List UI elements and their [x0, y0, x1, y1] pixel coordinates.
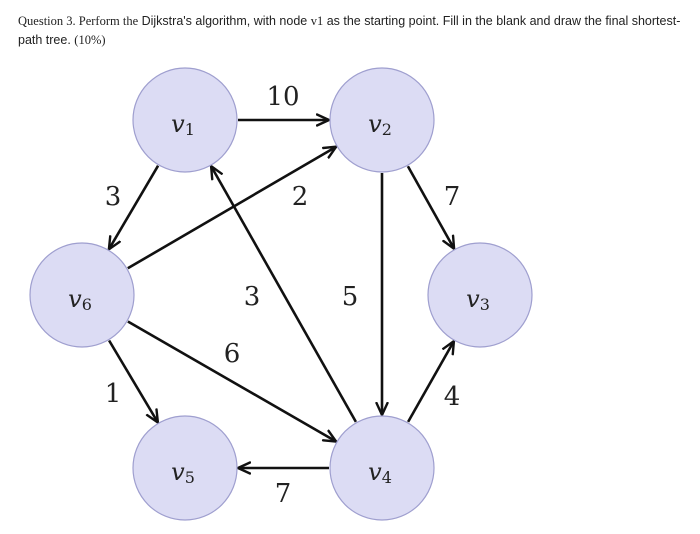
edge-weight-v1-v6: 3	[105, 182, 122, 212]
edge-v6-v2	[127, 147, 336, 270]
node-label-v5: v5	[171, 458, 195, 487]
node-letter-v6: v	[68, 285, 82, 313]
node-circle-v4	[329, 415, 435, 521]
edge-weight-v1-v2: 10	[266, 82, 299, 112]
weights-layer: 10 3 2 3 7 5 6 1 7 4	[105, 82, 461, 509]
node-index-v6: 6	[82, 295, 92, 314]
question-text: Question 3. Perform the Dijkstra's algor…	[18, 12, 683, 50]
edge-weight-v6-v4: 6	[224, 339, 241, 369]
node-circle-v6	[29, 242, 135, 348]
node-v1: v1	[132, 67, 238, 173]
edge-weight-v4-v5: 7	[275, 479, 292, 509]
node-v6: v6	[29, 242, 135, 348]
edge-weight-v6-v2: 2	[292, 182, 309, 212]
question-body-2: as the starting point. Fill in the blank…	[18, 14, 681, 47]
edge-weight-v4-v1: 3	[244, 282, 261, 312]
edge-weight-v2-v3: 7	[444, 182, 461, 212]
node-letter-v4: v	[368, 458, 382, 486]
node-index-v5: 5	[185, 468, 195, 487]
edge-v1-v6	[109, 165, 160, 250]
node-circle-v3	[427, 242, 533, 348]
node-index-v3: 3	[480, 295, 490, 314]
node-label-v1: v1	[171, 110, 195, 139]
edge-v4-v1	[211, 166, 358, 423]
edge-weight-v2-v4: 5	[342, 282, 359, 312]
question-weight: (10%)	[74, 33, 106, 47]
node-letter-v3: v	[466, 285, 480, 313]
node-circle-v1	[132, 67, 238, 173]
edge-weight-v4-v3: 4	[444, 382, 461, 412]
node-circle-v5	[132, 415, 238, 521]
node-label-v2: v2	[368, 110, 392, 139]
node-letter-v5: v	[171, 458, 185, 486]
question-start-node: v1	[310, 14, 324, 28]
node-v2: v2	[329, 67, 435, 173]
question-prefix: Question 3. Perform the	[18, 14, 139, 28]
node-v3: v3	[427, 242, 533, 348]
node-v5: v5	[132, 415, 238, 521]
node-letter-v1: v	[171, 110, 185, 138]
node-circle-v2	[329, 67, 435, 173]
node-index-v4: 4	[382, 468, 392, 487]
edge-v6-v4	[127, 320, 336, 442]
edge-v6-v5	[107, 339, 158, 423]
edge-v4-v3	[406, 341, 454, 423]
question-body: Dijkstra's algorithm, with node	[138, 14, 311, 28]
node-label-v4: v4	[368, 458, 392, 487]
edges-layer	[109, 120, 454, 468]
node-index-v1: 1	[185, 120, 195, 139]
node-index-v2: 2	[382, 120, 392, 139]
edge-v2-v3	[406, 165, 454, 249]
node-v4: v4	[329, 415, 435, 521]
edge-weight-v6-v5: 1	[105, 379, 122, 409]
node-letter-v2: v	[368, 110, 382, 138]
node-label-v6: v6	[68, 285, 92, 314]
node-label-v3: v3	[466, 285, 490, 314]
